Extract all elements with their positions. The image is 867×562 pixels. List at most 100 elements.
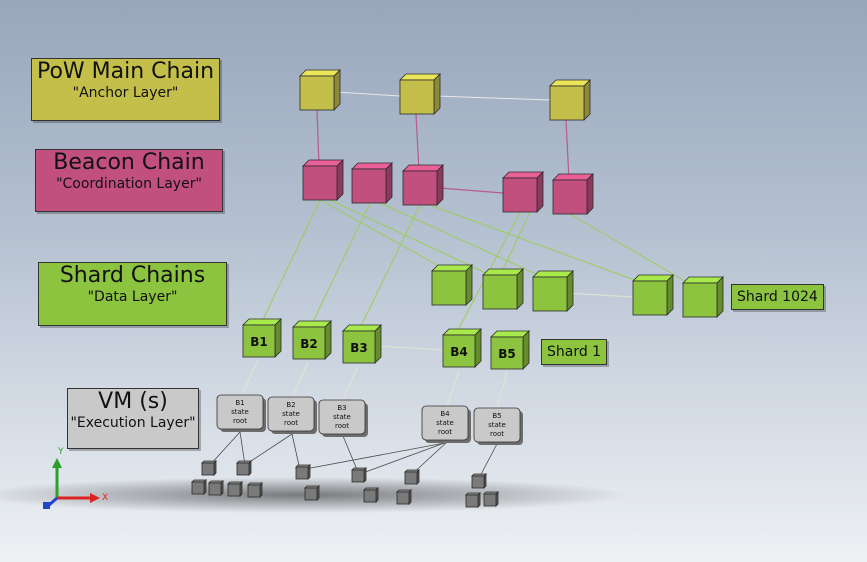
state-root-text: root: [490, 430, 504, 438]
shard-block: [532, 270, 574, 312]
shard1-block-b5: [490, 330, 530, 370]
vm-layer-label: VM (s) "Execution Layer": [67, 388, 199, 449]
beacon-to-shard-link: [319, 199, 451, 273]
beacon-block: [552, 173, 594, 215]
shard1-chain-link: [374, 345, 444, 351]
state-root-text: state: [436, 419, 454, 427]
vm-block: [208, 480, 224, 496]
vm-block: [201, 460, 217, 476]
connection-lines: [209, 91, 691, 481]
state-root-text: state: [488, 421, 506, 429]
beacon-layer-title: Beacon Chain: [53, 150, 205, 175]
pow-layer-title: PoW Main Chain: [36, 59, 215, 84]
vm-block: [227, 481, 243, 497]
beacon-to-shard-link: [357, 204, 421, 333]
vm-block: [465, 492, 481, 508]
beacon-link: [439, 187, 504, 194]
vm-block: [404, 469, 420, 485]
pow-link: [334, 91, 401, 97]
state-to-vm-link: [209, 431, 241, 466]
pow-block: [399, 73, 441, 115]
shard-block: [632, 274, 674, 316]
shard-chain-link: [565, 292, 634, 298]
state-to-vm-link: [342, 435, 359, 473]
state-root-text: state: [333, 413, 351, 421]
vm-block: [295, 464, 311, 480]
axis-y-label: Y: [57, 447, 64, 457]
block-to-state-link: [291, 361, 309, 399]
state-root-text: root: [284, 419, 298, 427]
state-root-text: root: [233, 417, 247, 425]
state-root-text: B2: [286, 401, 295, 409]
block-label-b1: B1: [250, 335, 268, 349]
vm-block: [483, 491, 499, 507]
beacon-to-shard-link: [569, 213, 691, 285]
beacon-to-shard-link: [329, 199, 491, 276]
block-to-state-link: [496, 371, 508, 409]
vm-block: [396, 489, 412, 505]
state-root-text: state: [282, 410, 300, 418]
beacon-block: [502, 171, 544, 213]
beacon-to-shard-link: [499, 211, 531, 277]
vm-block: [247, 482, 263, 498]
beacon-block: [302, 159, 344, 201]
state-root-text: B4: [440, 410, 450, 418]
vm-block: [236, 460, 252, 476]
state-root-text: B5: [492, 412, 501, 420]
vm-block: [191, 479, 207, 495]
pow-layer-subtitle: "Anchor Layer": [72, 85, 179, 101]
pow-to-beacon-link: [415, 113, 420, 172]
chain-blocks: [191, 69, 724, 508]
shard1-block-b2: [292, 320, 332, 360]
shard1-block-b4: [442, 328, 482, 368]
beacon-to-shard-link: [429, 204, 641, 283]
shard-block: [682, 276, 724, 318]
beacon-to-shard-link: [309, 202, 371, 329]
shard1-block-b3: [342, 324, 382, 364]
vm-block: [304, 485, 320, 501]
vm-layer-subtitle: "Execution Layer": [70, 415, 196, 431]
beacon-block: [402, 164, 444, 206]
vm-block: [351, 467, 367, 483]
beacon-block: [351, 162, 393, 204]
shard-layer-subtitle: "Data Layer": [87, 289, 178, 305]
state-to-vm-link: [244, 433, 293, 466]
shard-block: [482, 268, 524, 310]
state-root-text: root: [438, 428, 452, 436]
axis-triad-group: YX: [43, 447, 108, 509]
state-root-text: B3: [337, 404, 346, 412]
state-root-text: B1: [235, 399, 244, 407]
block-label-b2: B2: [300, 337, 318, 351]
axis-x-label: X: [102, 493, 108, 503]
pow-to-beacon-link: [565, 119, 570, 181]
block-label-b3: B3: [350, 341, 368, 355]
state-to-vm-link: [239, 431, 246, 466]
block-to-state-link: [342, 365, 359, 401]
pow-block: [299, 69, 341, 111]
shard1-block-b1: [242, 318, 282, 358]
axis-triad: YX: [43, 447, 108, 509]
state-to-vm-link: [359, 441, 448, 475]
beacon-to-shard-link: [259, 199, 321, 327]
beacon-to-shard-link: [379, 202, 546, 279]
state-root-text: state: [231, 408, 249, 416]
pow-block: [549, 79, 591, 121]
shard-layer-title: Shard Chains: [59, 263, 206, 288]
block-label-b4: B4: [450, 345, 468, 359]
shard-1024-tag: Shard 1024: [731, 284, 824, 310]
block-to-state-link: [446, 369, 460, 407]
state-root-text: root: [335, 422, 349, 430]
vm-block: [363, 487, 379, 503]
vm-layer-title: VM (s): [98, 389, 168, 414]
shard-layer-label: Shard Chains "Data Layer": [38, 262, 227, 326]
pow-to-beacon-link: [316, 109, 320, 167]
beacon-layer-subtitle: "Coordination Layer": [56, 176, 202, 192]
beacon-layer-label: Beacon Chain "Coordination Layer": [35, 149, 223, 212]
